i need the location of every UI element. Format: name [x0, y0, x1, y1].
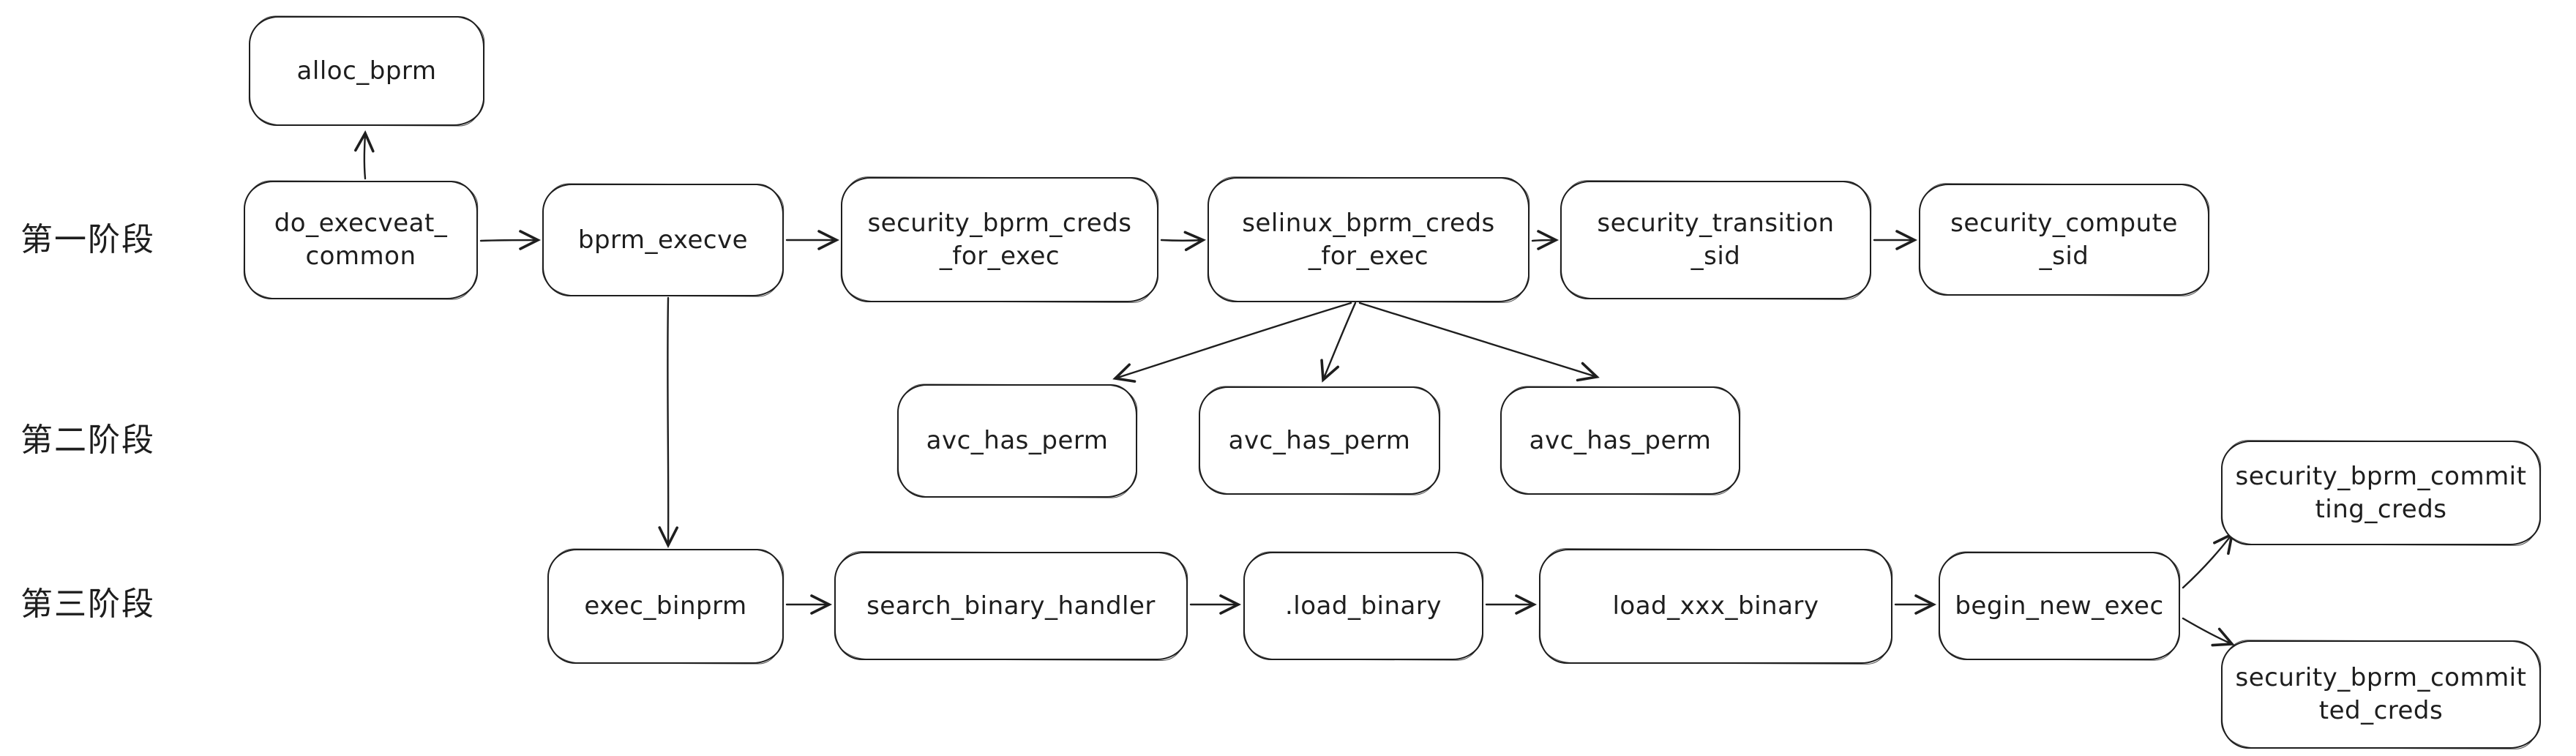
node-exec-binprm: exec_binprm — [547, 549, 784, 664]
node-avc-has-perm-2: avc_has_perm — [1199, 386, 1440, 495]
node-label: avc_has_perm — [1529, 425, 1712, 455]
node-label: avc_has_perm — [1228, 425, 1411, 455]
edge-security-bprm-creds-to-selinux-bprm-creds — [1160, 231, 1207, 252]
edge-do-execveat-common-to-bprm-execve — [479, 230, 542, 250]
node-label: alloc_bprm — [296, 56, 437, 86]
edge-selinux-bprm-creds-to-avc-has-perm-3 — [1358, 302, 1600, 382]
node-selinux-bprm-creds-for-exec: selinux_bprm_creds _for_exec — [1208, 177, 1530, 302]
node-security-bprm-committed-creds: security_bprm_commit ted_creds — [2221, 640, 2541, 749]
stage-2-label: 第二阶段 — [20, 422, 155, 459]
node-security-compute-sid: security_compute _sid — [1919, 184, 2209, 296]
edge-do-execveat-common-to-alloc-bprm — [354, 130, 375, 180]
node-label: load_xxx_binary — [1612, 591, 1819, 621]
node-label: search_binary_handler — [866, 591, 1156, 621]
node-label: security_compute _sid — [1950, 208, 2178, 271]
node-label: selinux_bprm_creds _for_exec — [1242, 208, 1495, 271]
node-alloc-bprm: alloc_bprm — [249, 16, 484, 126]
node-label: security_bprm_creds _for_exec — [867, 208, 1132, 271]
node-label: security_bprm_commit ting_creds — [2235, 461, 2527, 524]
node-search-binary-handler: search_binary_handler — [834, 552, 1188, 660]
node-label: begin_new_exec — [1955, 591, 2164, 621]
node-security-bprm-committing-creds: security_bprm_commit ting_creds — [2221, 441, 2541, 545]
edge-selinux-bprm-creds-to-avc-has-perm-1 — [1112, 302, 1352, 383]
stage-3-label: 第三阶段 — [20, 585, 155, 623]
edge-begin-new-exec-to-security-bprm-committed-creds — [2182, 617, 2235, 647]
edge-bprm-execve-to-exec-binprm — [658, 296, 679, 549]
node-label: security_transition _sid — [1597, 209, 1835, 271]
node-load-xxx-binary: load_xxx_binary — [1539, 549, 1892, 664]
node-load-binary: .load_binary — [1243, 552, 1483, 660]
node-label: avc_has_perm — [926, 426, 1109, 456]
edge-begin-new-exec-to-security-bprm-committing-creds — [2182, 531, 2234, 589]
node-begin-new-exec: begin_new_exec — [1939, 552, 2180, 660]
node-security-transition-sid: security_transition _sid — [1560, 181, 1871, 299]
edge-selinux-bprm-creds-to-avc-has-perm-2 — [1320, 302, 1357, 383]
node-avc-has-perm-1: avc_has_perm — [897, 384, 1137, 498]
stage-1-label: 第一阶段 — [20, 221, 155, 258]
node-label: exec_binprm — [584, 591, 747, 621]
node-label: security_bprm_commit ted_creds — [2235, 663, 2527, 725]
node-do-execveat-common: do_execveat_ common — [244, 181, 478, 299]
node-bprm-execve: bprm_execve — [542, 184, 784, 296]
node-label: .load_binary — [1285, 591, 1442, 621]
node-label: bprm_execve — [577, 225, 749, 255]
node-label: do_execveat_ common — [274, 209, 448, 271]
edge-selinux-bprm-creds-to-security-transition-sid — [1531, 230, 1560, 250]
node-avc-has-perm-3: avc_has_perm — [1500, 386, 1740, 495]
node-security-bprm-creds-for-exec: security_bprm_creds _for_exec — [841, 177, 1158, 302]
